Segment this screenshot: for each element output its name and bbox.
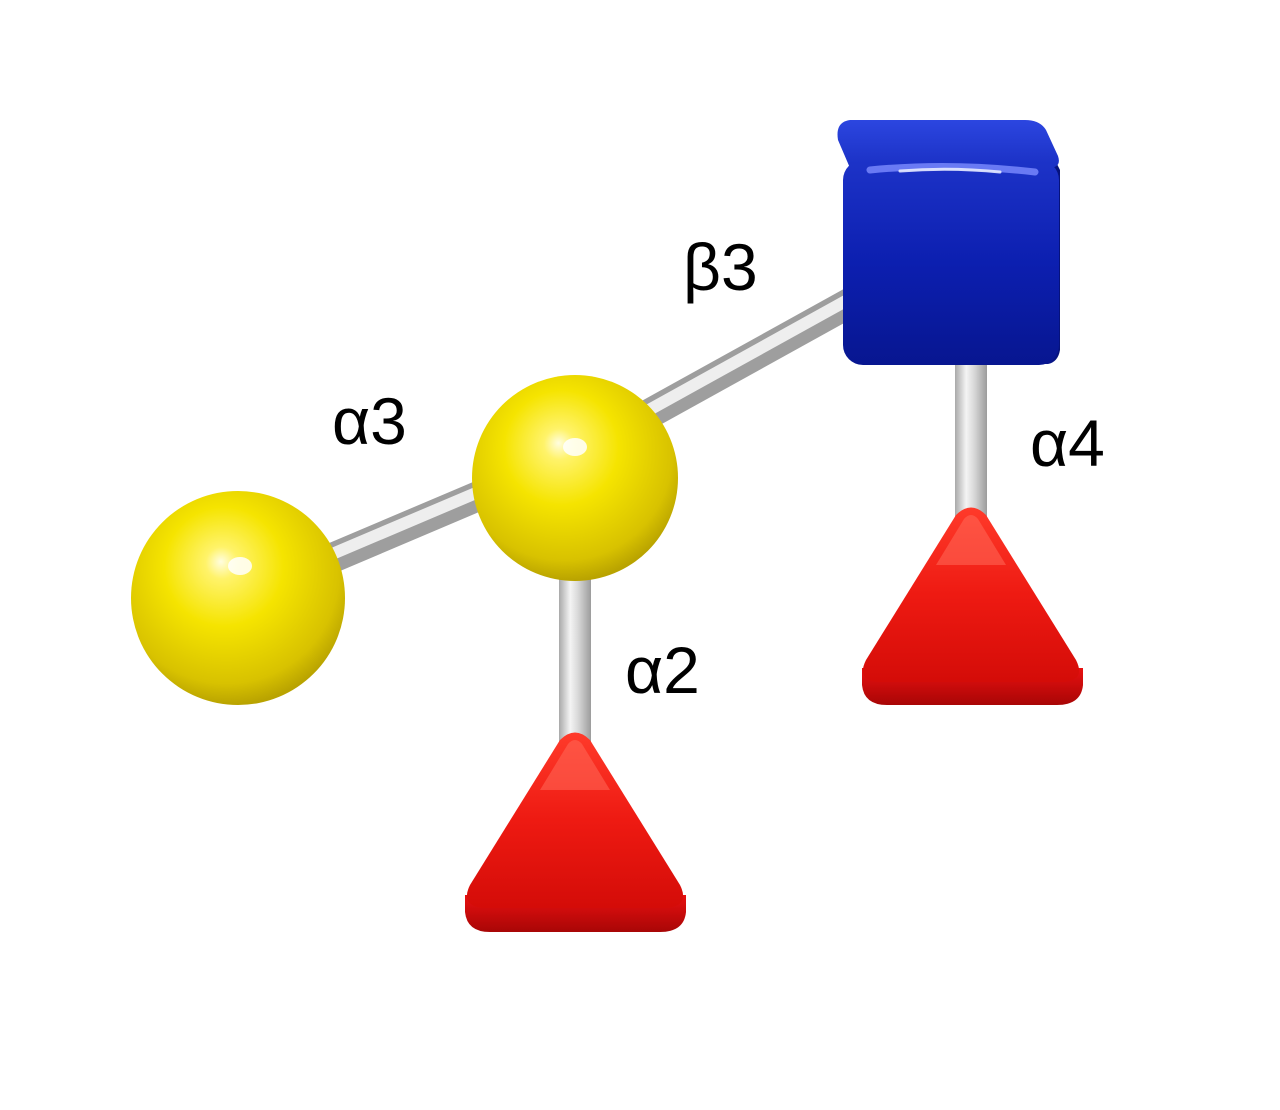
galactose-terminal-sphere bbox=[131, 491, 345, 705]
fucose-alpha4-triangle bbox=[862, 507, 1083, 705]
bond-alpha4 bbox=[955, 340, 987, 530]
galactose-core-sphere bbox=[472, 375, 678, 581]
fucose-alpha2-triangle bbox=[465, 732, 686, 932]
bond-alpha2 bbox=[559, 560, 591, 750]
linkage-label-alpha4: α4 bbox=[1030, 406, 1105, 480]
linkage-label-alpha2: α2 bbox=[625, 633, 700, 707]
linkage-label-alpha3: α3 bbox=[332, 384, 407, 458]
glcnac-cube bbox=[837, 120, 1060, 365]
linkage-label-beta3: β3 bbox=[683, 230, 758, 304]
linkage-labels: α3 β3 α2 α4 bbox=[332, 230, 1105, 707]
